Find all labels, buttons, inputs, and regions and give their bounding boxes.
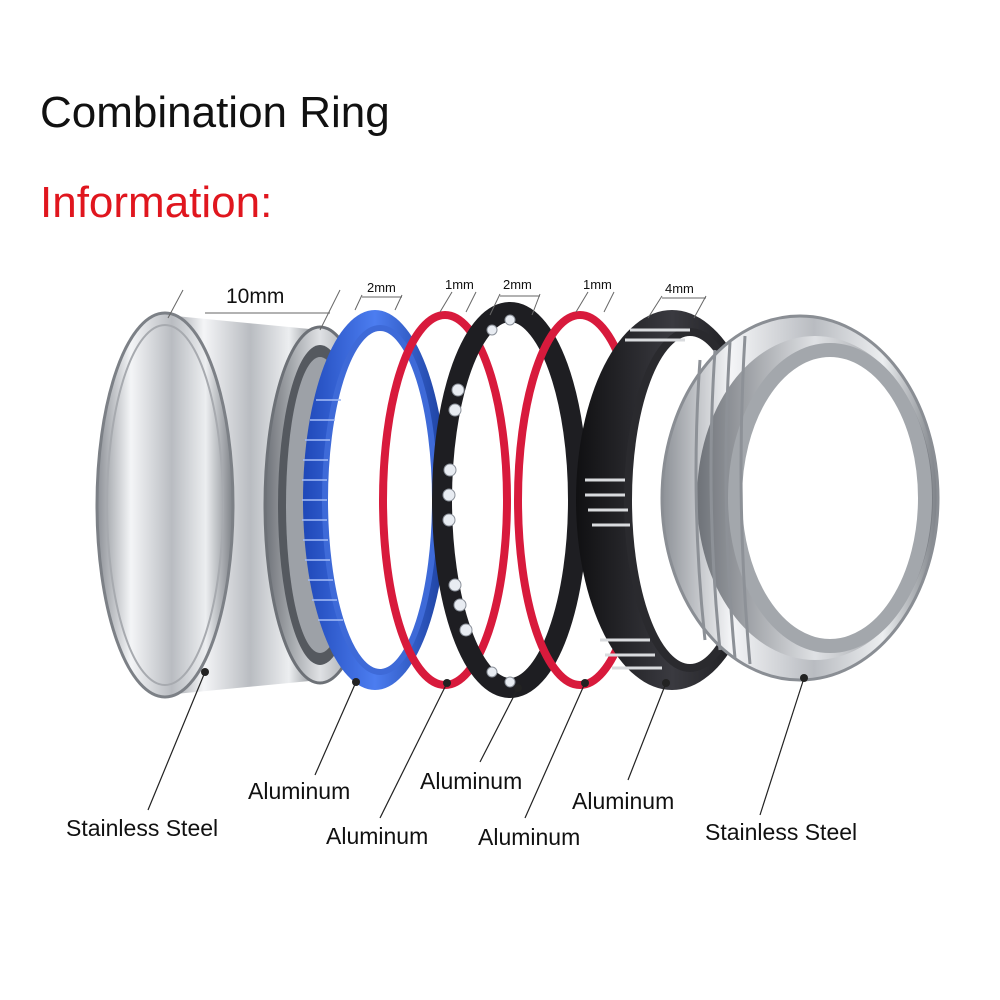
information-heading: Information:	[40, 178, 273, 227]
dimension-outer-width: 10mm	[226, 285, 285, 308]
label-red-ring-2-material: Aluminum	[478, 824, 581, 850]
dimension-crystal-ring: 2mm	[503, 277, 532, 292]
page-title: Combination Ring	[40, 88, 390, 137]
leader-dots	[201, 668, 808, 692]
label-crystal-ring-material: Aluminum	[420, 768, 523, 794]
label-blue-ring-material: Aluminum	[248, 778, 351, 804]
label-outer-sleeve-material: Stainless Steel	[66, 815, 219, 841]
dimension-blue-ring: 2mm	[367, 280, 396, 295]
dimension-red-ring-1: 1mm	[445, 277, 474, 292]
dimension-red-ring-2: 1mm	[583, 277, 612, 292]
blue-aluminum-ring	[302, 310, 447, 690]
leader-lines	[147, 671, 805, 819]
label-inner-core-material: Stainless Steel	[705, 819, 858, 845]
label-black-ring-material: Aluminum	[572, 788, 675, 814]
dimension-lines	[167, 289, 707, 331]
dimension-black-ring: 4mm	[665, 281, 694, 296]
label-red-ring-1-material: Aluminum	[326, 823, 429, 849]
inner-steel-core	[660, 314, 940, 682]
